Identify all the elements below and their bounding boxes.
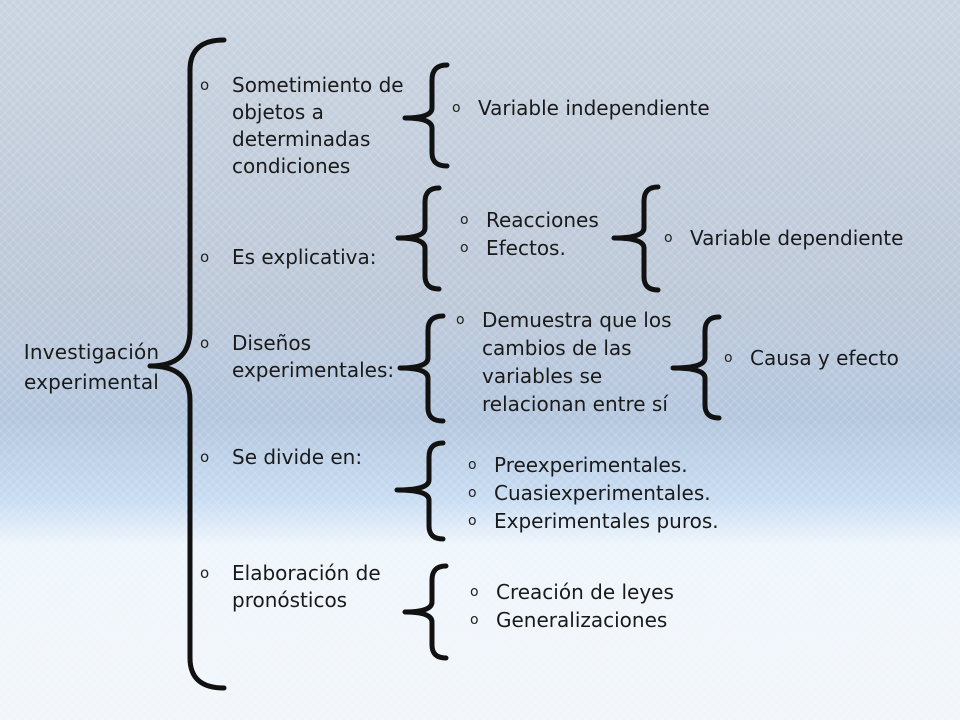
bullet-icon: o xyxy=(470,612,479,628)
bullet-icon: o xyxy=(468,485,477,501)
bullet-icon: o xyxy=(200,248,210,266)
bullet-icon: o xyxy=(724,350,733,366)
bullet-icon: o xyxy=(200,564,210,582)
bullet-icon: o xyxy=(470,584,479,600)
bullet-icon: o xyxy=(200,76,210,94)
bullet-icon: o xyxy=(468,513,477,529)
bullet-icon: o xyxy=(452,100,461,116)
bullet-icon: o xyxy=(460,240,469,256)
bullet-icon: o xyxy=(200,334,210,352)
bullet-icon: o xyxy=(200,448,210,466)
bullet-icon: o xyxy=(460,212,469,228)
root-label: Investigación experimental xyxy=(23,340,160,394)
bullet-icon: o xyxy=(664,230,673,246)
bullet-icon: o xyxy=(456,312,465,328)
bullet-icon: o xyxy=(468,457,477,473)
